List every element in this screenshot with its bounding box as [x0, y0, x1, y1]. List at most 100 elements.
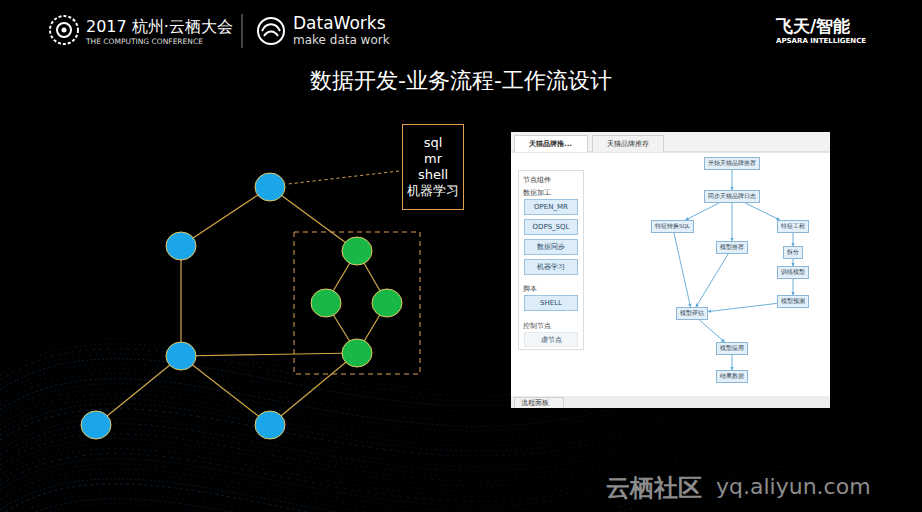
node-text: 模型推荐	[720, 244, 744, 250]
svg-shape	[181, 356, 270, 425]
svg-shape	[255, 173, 285, 201]
node-text: 虚节点	[541, 335, 562, 345]
node-text: sql mr shell 机器学习	[407, 135, 459, 199]
flow-node: 结果数据	[716, 370, 748, 383]
component-button: OPEN_MR	[524, 199, 578, 215]
node-text: 模型应用	[720, 345, 744, 351]
node-text: 特征转换SQL	[655, 223, 690, 229]
component-button: 虚节点	[524, 332, 578, 347]
svg-shape	[270, 187, 357, 251]
tree-lines	[96, 187, 387, 425]
slide-label: 飞天/智能	[776, 15, 850, 38]
panel-heading: 数据加工	[523, 188, 551, 198]
svg-shape	[258, 18, 284, 44]
svg-shape	[342, 339, 372, 367]
svg-shape	[342, 237, 372, 265]
svg-shape	[62, 28, 67, 33]
node-text: 训练模型	[781, 269, 805, 275]
component-button: ODPS_SQL	[524, 219, 578, 235]
node-text: SHELL	[540, 299, 562, 307]
svg-shape	[264, 32, 278, 37]
slide-label: 2017 杭州·云栖大会	[86, 17, 233, 38]
flow-connector	[708, 303, 777, 311]
svg-shape	[262, 24, 280, 31]
wave-stroke	[0, 450, 922, 511]
slide-label: THE COMPUTING CONFERENCE	[86, 37, 203, 46]
panel-heading: 脚本	[523, 284, 537, 294]
node-text: 模型预测	[781, 298, 805, 304]
component-panel: 节点组件数据加工脚本控制节点OPEN_MRODPS_SQL数据同步机器学习SHE…	[518, 170, 584, 350]
flow-connector	[745, 203, 780, 220]
dataworks-logo	[258, 18, 284, 44]
flow-node: 模型预测	[777, 295, 809, 308]
svg-shape	[181, 187, 270, 246]
svg-shape	[81, 411, 111, 439]
flow-connector	[793, 279, 794, 295]
slide-label: yq.aliyun.com	[716, 474, 871, 499]
node-text: 特征工程	[781, 223, 805, 229]
blue-circles	[81, 173, 285, 439]
wave-stroke	[0, 390, 922, 451]
conference-logo	[50, 16, 78, 44]
flow-node: 模型推荐	[716, 241, 748, 254]
node-text: 模型评估	[680, 310, 704, 316]
flow-node: 拆分	[783, 246, 803, 259]
tab: 天猫品牌推...	[514, 135, 588, 152]
panel-heading: 控制节点	[523, 321, 551, 331]
node-text: 流程面板	[521, 399, 549, 408]
bottom-bar	[511, 396, 830, 408]
svg-shape	[166, 342, 196, 370]
tab: 流程面板	[514, 397, 564, 408]
svg-shape	[255, 411, 285, 439]
wave-stroke	[0, 470, 922, 512]
dashed-group	[294, 232, 420, 374]
flow-node: 训练模型	[777, 266, 809, 279]
node-text: 开始天猫品牌推荐	[708, 160, 756, 166]
node-text: 结果数据	[720, 373, 744, 379]
svg-shape	[181, 353, 357, 356]
slide-label: 云栖社区	[606, 472, 702, 504]
node-text: 拆分	[787, 249, 799, 255]
flow-connector	[732, 355, 733, 370]
wave-stroke	[0, 415, 922, 476]
slide-label: make data work	[293, 33, 390, 47]
component-button: SHELL	[524, 295, 578, 311]
flow-node: 同步天猫品牌日志	[704, 190, 760, 203]
wave-stroke	[0, 445, 922, 506]
green-circles	[311, 237, 402, 367]
svg-shape	[96, 356, 181, 425]
flow-node: 特征转换SQL	[651, 220, 694, 233]
flow-connector	[699, 320, 724, 342]
wave-stroke	[0, 465, 922, 512]
node-text: 同步天猫品牌日志	[708, 193, 756, 199]
flow-connector	[793, 233, 794, 246]
node-text: 数据同步	[537, 242, 565, 252]
tab-bar	[511, 132, 830, 152]
flow-connector	[674, 233, 691, 307]
svg-shape	[57, 23, 71, 37]
flow-node: 模型评估	[676, 307, 708, 320]
screenshot-frame	[511, 132, 830, 408]
wave-stroke	[0, 455, 922, 512]
wave-stroke	[0, 405, 922, 466]
leader-line	[288, 171, 399, 184]
component-button: 机器学习	[524, 259, 578, 275]
node-text: 机器学习	[537, 262, 565, 272]
flow-connector	[793, 259, 794, 266]
node-text: 天猫品牌推荐	[607, 139, 649, 149]
node-text: 天猫品牌推...	[529, 139, 572, 149]
callout-box: sql mr shell 机器学习	[402, 124, 464, 210]
node-text: ODPS_SQL	[533, 223, 570, 231]
flow-node: 开始天猫品牌推荐	[704, 157, 760, 170]
svg-shape	[270, 353, 357, 425]
node-text: OPEN_MR	[534, 203, 568, 211]
svg-shape	[311, 289, 341, 317]
flow-connector	[732, 203, 733, 241]
svg-shape	[50, 16, 78, 44]
svg-shape	[372, 289, 402, 317]
flow-connector	[696, 254, 728, 307]
tab: 天猫品牌推荐	[592, 135, 664, 152]
header-divider	[242, 14, 243, 48]
flow-node: 模型应用	[716, 342, 748, 355]
